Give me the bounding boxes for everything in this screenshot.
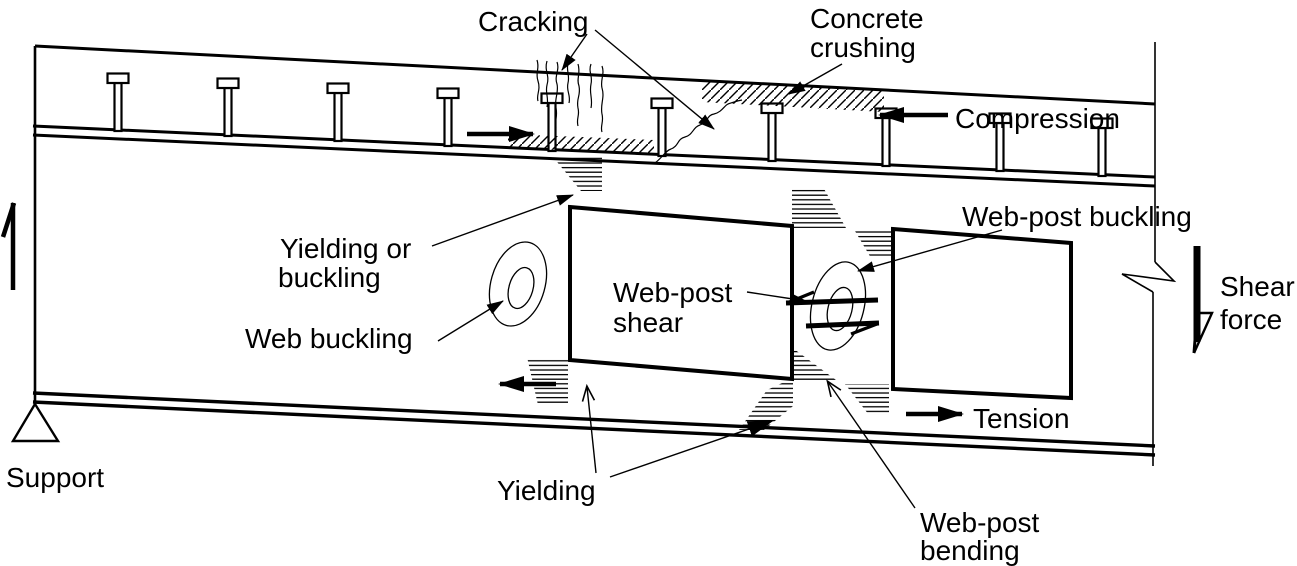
- label-cracking: Cracking: [478, 6, 588, 37]
- concrete-crushing-leader: [788, 63, 843, 95]
- label-web-post-shear-1: Web-post: [613, 277, 733, 308]
- annotation-labels: Cracking Concrete crushing Compression W…: [6, 3, 1295, 566]
- web-post-buckling-contours: [809, 261, 867, 351]
- label-concrete-crushing-2: crushing: [810, 32, 916, 63]
- shear-stud: [106, 72, 130, 133]
- label-yielding-or-buckling-2: buckling: [278, 262, 381, 293]
- cracking-leader-2: [594, 29, 715, 130]
- bottom-flange-lower-line: [32, 400, 1156, 457]
- hatch-web-post-top-left: [792, 187, 846, 228]
- label-web-post-shear-2: shear: [613, 307, 683, 338]
- leader-lines: [431, 29, 1003, 509]
- web-openings: [568, 204, 1073, 401]
- yielding-leader-2: [609, 420, 774, 478]
- label-web-post-buckling: Web-post buckling: [962, 201, 1192, 232]
- yielding-or-buckling-leader: [431, 194, 574, 247]
- hatch-opening1-bottom-left: [527, 357, 568, 405]
- yielding-leader-1: [587, 387, 597, 474]
- hatch-web-post-bottom-outer: [739, 378, 793, 430]
- label-concrete-crushing-1: Concrete: [810, 3, 924, 34]
- yield-hatch-zones: [527, 157, 893, 430]
- shear-stud: [650, 97, 674, 158]
- label-web-post-bending-2: bending: [920, 535, 1020, 566]
- force-arrows: [467, 107, 964, 422]
- web-post-shear-leader: [746, 291, 807, 305]
- web-post-shear-symbol: [785, 290, 880, 336]
- bottom-flange-upper-line: [32, 391, 1156, 448]
- label-web-buckling: Web buckling: [245, 323, 413, 354]
- web-opening-1: [568, 204, 794, 382]
- shear-force-arrow: [1192, 246, 1214, 354]
- support-reaction-arrow: [0, 202, 17, 290]
- hatch-web-post-bottom-inner: [794, 349, 836, 380]
- label-compression: Compression: [955, 103, 1120, 134]
- shear-stud: [760, 102, 784, 163]
- label-shear-force-2: force: [1220, 304, 1282, 335]
- shear-stud: [216, 77, 240, 138]
- label-yielding: Yielding: [497, 475, 596, 506]
- label-web-post-bending-1: Web-post: [920, 507, 1040, 538]
- break-zigzag: [1121, 261, 1177, 293]
- slab-top-edge: [34, 44, 1156, 106]
- shear-stud: [436, 87, 460, 148]
- hatch-yielding-or-buckling: [553, 157, 602, 191]
- cracking-leader-1: [561, 33, 588, 71]
- shear-stud: [988, 112, 1012, 173]
- web-post-buckling-leader: [857, 229, 1003, 272]
- shear-stud: [540, 92, 564, 153]
- label-shear-force-1: Shear: [1220, 271, 1295, 302]
- label-support: Support: [6, 462, 104, 493]
- web-opening-2: [891, 226, 1073, 401]
- hatch-web-post-top-right: [855, 231, 893, 258]
- shear-stud: [1090, 117, 1114, 178]
- shear-stud: [326, 82, 350, 143]
- label-yielding-or-buckling-1: Yielding or: [280, 233, 411, 264]
- section-break-line: [1121, 42, 1177, 466]
- hatch-opening2-bottom-left: [845, 384, 889, 415]
- shear-studs: [106, 72, 1114, 178]
- web-post-bending-leader: [828, 382, 916, 509]
- concrete-crushing-hatch: [508, 80, 884, 154]
- web-buckling-leader: [437, 300, 504, 342]
- pin-support-symbol: [10, 401, 61, 443]
- label-tension: Tension: [973, 403, 1070, 434]
- web-buckling-contours: [488, 241, 548, 327]
